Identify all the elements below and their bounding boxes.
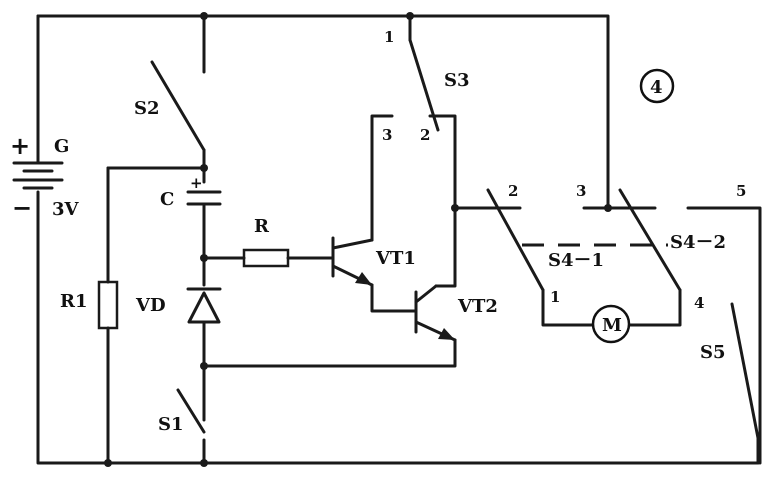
capacitor-plus-sign: + (190, 174, 203, 192)
s4-1-label: S4－1 (548, 250, 604, 271)
s3-contact2-wire (428, 114, 457, 210)
battery-voltage: 3V (52, 199, 80, 220)
junction-dot (406, 12, 414, 20)
r-label: R (254, 216, 270, 237)
s2-label: S2 (134, 98, 160, 119)
capacitor-c: + C (160, 174, 222, 210)
s3-terminal-2: 2 (420, 126, 430, 144)
battery-label: G (54, 136, 69, 157)
s5-label: S5 (700, 342, 726, 363)
bottom-rail-wire (36, 190, 760, 465)
motor-label: M (602, 315, 622, 336)
motor-m: M (591, 304, 631, 344)
junction-dot (200, 12, 208, 20)
switch-s1: S1 (158, 388, 206, 435)
s5-terminal-5: 5 (736, 182, 746, 200)
s4-1-terminal-1: 1 (550, 288, 560, 306)
junction-dot (200, 459, 208, 467)
switch-s5: 5 S5 (700, 182, 760, 440)
vt1-emitter-wire (370, 283, 417, 313)
vt1-collector-wire (370, 114, 394, 242)
s4-2-label: S4－2 (670, 232, 726, 253)
r1-label: R1 (60, 291, 87, 312)
s3-terminal-1: 1 (384, 28, 394, 46)
vt2-emitter-return-wire (202, 338, 457, 368)
vt2-label: VT2 (457, 296, 498, 317)
junction-dots (104, 12, 612, 467)
s4-2-terminal-4: 4 (694, 294, 704, 312)
switch-s3: 1 3 2 S3 (382, 28, 470, 144)
switch-s4-1: 2 1 S4－1 (486, 182, 604, 306)
battery-g: + − G 3V (10, 132, 80, 222)
transistor-vt2: VT2 (414, 284, 498, 342)
resistor-r: R (242, 216, 290, 268)
top-rail-wire (36, 14, 610, 208)
s1-label: S1 (158, 414, 184, 435)
motor-right-wire (628, 288, 682, 327)
wires (36, 14, 762, 465)
s3-terminal-3: 3 (382, 126, 392, 144)
vt1-label: VT1 (375, 248, 416, 269)
junction-dot (451, 204, 459, 212)
junction-dot (104, 459, 112, 467)
battery-plus-sign: + (10, 132, 30, 160)
s4-2-blade (618, 188, 682, 292)
s5-blade (730, 302, 760, 440)
junction-dot (604, 204, 612, 212)
vt2-collector-wire (434, 206, 457, 288)
s1-blade (176, 388, 206, 434)
junction-dot (200, 362, 208, 370)
s4-1-blade (486, 188, 545, 292)
battery-minus-sign: − (12, 194, 32, 222)
s4-2-terminal-3: 3 (576, 182, 586, 200)
diode-vd: VD (135, 287, 222, 324)
s2-blade (150, 60, 206, 152)
figure-number-digit: 4 (650, 77, 663, 98)
s3-label: S3 (444, 70, 470, 91)
s5-contact5-wire (686, 206, 762, 465)
motor-left-wire (541, 288, 594, 327)
switch-s4-2: 3 4 S4－2 (576, 182, 726, 312)
junction-dot (200, 164, 208, 172)
resistor-r1: R1 (60, 280, 119, 330)
switch-s2: S2 (134, 60, 206, 152)
transistor-vt1: VT1 (331, 236, 416, 287)
s3-blade (408, 38, 440, 132)
capacitor-label: C (160, 189, 174, 210)
figure-number: 4 (639, 68, 675, 104)
junction-dot (200, 254, 208, 262)
s4-1-terminal-2: 2 (508, 182, 518, 200)
diode-label: VD (135, 295, 166, 316)
